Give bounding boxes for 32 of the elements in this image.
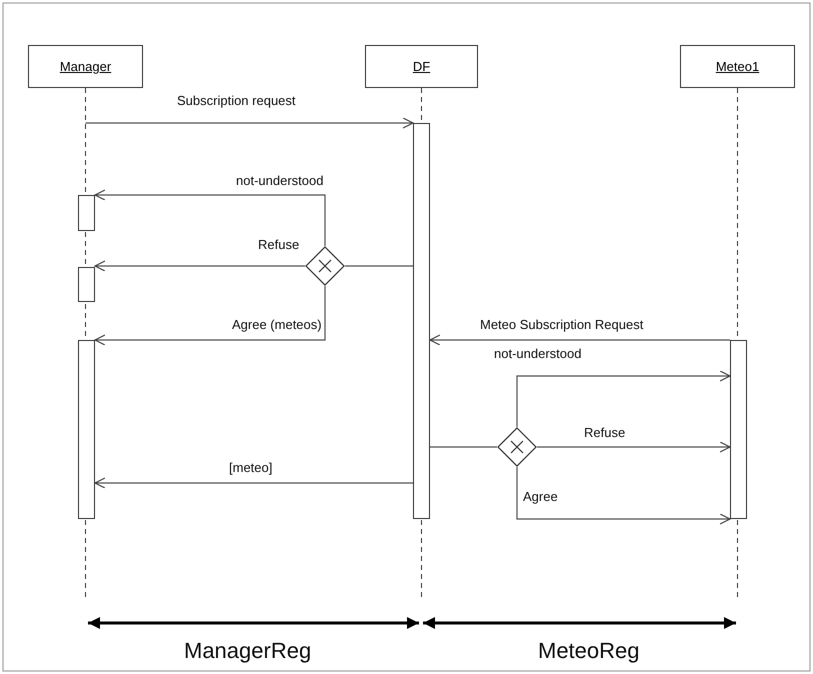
connector-line: [430, 446, 497, 448]
message-arrow: [86, 117, 414, 129]
message-label: Subscription request: [177, 93, 296, 108]
message-label: Meteo Subscription Request: [480, 317, 644, 332]
message-label: not-understood: [494, 346, 582, 361]
lifeline-head-box: DF: [365, 45, 478, 88]
message-arrow: [516, 467, 731, 525]
message-arrow: [94, 189, 326, 246]
xor-gateway-diamond: [497, 427, 537, 467]
message-arrow: [94, 477, 413, 489]
activation-bar: [78, 195, 95, 231]
message-arrow: [537, 441, 731, 453]
message-arrow: [94, 260, 305, 272]
message-label: not-understood: [236, 173, 324, 188]
activation-bar: [730, 340, 747, 519]
message-label: Agree: [523, 489, 558, 504]
message-arrow: [516, 370, 731, 427]
xor-gateway-diamond: [305, 246, 345, 286]
region-label: ManagerReg: [184, 638, 312, 664]
region-label: MeteoReg: [538, 638, 640, 664]
message-label: Agree (meteos): [232, 317, 322, 332]
lifeline-head-box: Meteo1: [680, 45, 795, 88]
activation-bar: [78, 340, 95, 519]
message-label: Refuse: [258, 237, 300, 252]
activation-bar: [78, 267, 95, 302]
message-arrow: [429, 334, 730, 346]
message-arrow: [94, 286, 326, 346]
message-label: [meteo]: [229, 460, 272, 475]
connector-line: [345, 265, 413, 267]
activation-bar: [413, 123, 430, 519]
lifeline-head-box: Manager: [28, 45, 143, 88]
message-label: Refuse: [584, 425, 626, 440]
